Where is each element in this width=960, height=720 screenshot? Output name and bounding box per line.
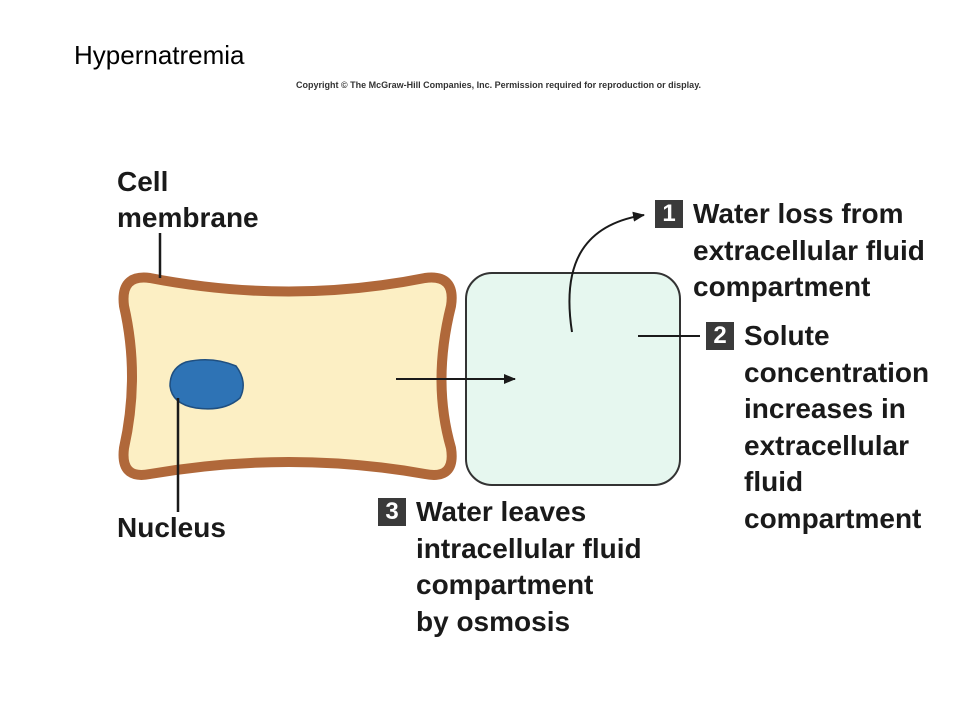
water-loss-arrow: [568, 211, 645, 333]
cell-membrane-label-line: Cell: [117, 166, 169, 197]
step-text: Water leaves intracellular fluid compart…: [416, 494, 642, 640]
nucleus-shape: [169, 359, 244, 410]
step-line: Water leaves: [416, 496, 587, 527]
slide-title: Hypernatremia: [74, 40, 245, 70]
step-line: Water loss from: [693, 198, 904, 229]
step-text: Water loss from extracellular fluid comp…: [693, 196, 925, 306]
step-number-badge: 2: [706, 322, 734, 350]
cell-membrane-label-line: membrane: [117, 202, 259, 233]
step-line: compartment: [693, 271, 871, 302]
step-line: compartment: [416, 569, 594, 600]
step-line: extracellular: [744, 429, 909, 461]
step-number-badge: 3: [378, 498, 406, 526]
step-line: increases in: [744, 393, 906, 424]
step-number-badge: 1: [655, 200, 683, 228]
step-line: concentration: [744, 356, 930, 388]
step-line: fluid: [744, 466, 804, 497]
step-line: intracellular fluid: [416, 532, 642, 564]
nucleus-label: Nucleus: [117, 512, 226, 543]
cell-membrane-label: Cell membrane: [117, 164, 259, 236]
step-line: compartment: [744, 502, 922, 534]
step-line: Solute: [744, 320, 830, 351]
copyright-notice: Copyright © The McGraw-Hill Companies, I…: [296, 80, 702, 90]
step-line: extracellular fluid: [693, 234, 925, 266]
cell-body: [118, 272, 457, 480]
step-text: Solute concentration increases in extrac…: [744, 318, 929, 537]
step-line: by osmosis: [416, 605, 571, 637]
